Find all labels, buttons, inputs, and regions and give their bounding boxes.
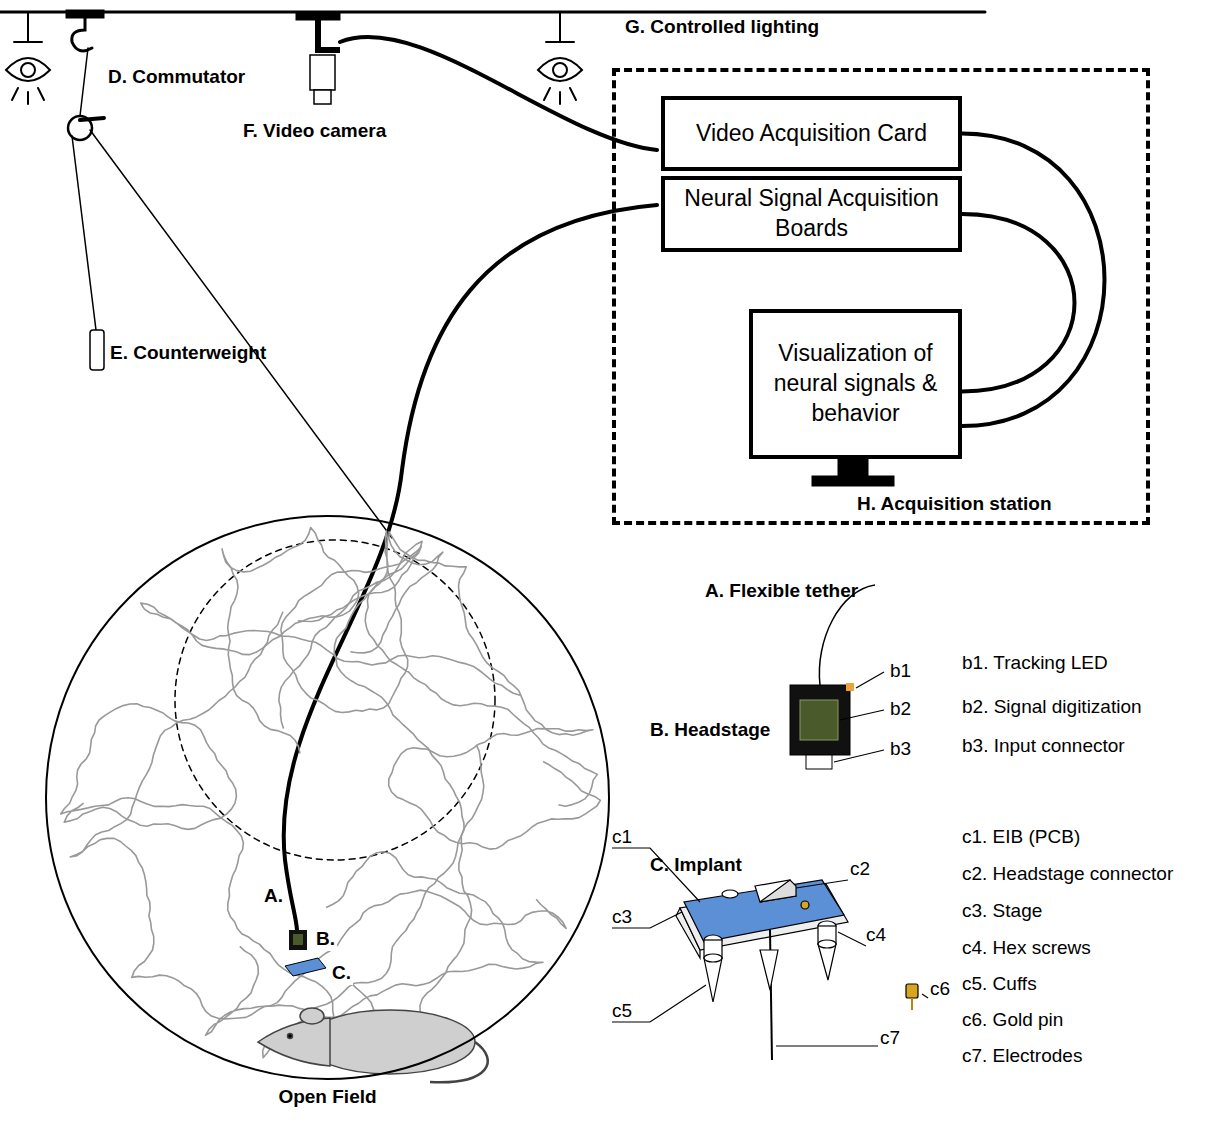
process-box: Video Acquisition Card [661,96,962,171]
callout-label: c2 [850,858,870,881]
callout-label: F. Video camera [243,120,386,143]
node-text: H. Acquisition station [857,493,1052,515]
callout-label: c7 [880,1027,900,1050]
callout-label: A. Flexible tether [705,580,858,603]
callout-label: c7. Electrodes [962,1045,1082,1068]
callout-label: c4. Hex screws [962,937,1091,960]
callout-label: b2 [890,698,911,721]
callout-label: c6 [930,978,950,1001]
trajectory [350,532,600,849]
node-text: Neural Signal Acquisition Boards [673,184,950,244]
callout-label: b1 [890,660,911,683]
callout-label: c1 [612,826,632,849]
callout-label: c6. Gold pin [962,1009,1063,1032]
cable-connector [962,134,1105,427]
callout-label: b2. Signal digitization [962,696,1142,719]
trajectory [70,612,566,1019]
callout-label: c5. Cuffs [962,973,1037,996]
callout-label: c2. Headstage connector [962,863,1173,886]
callout-label: b3 [890,738,911,761]
callout-label: E. Counterweight [110,342,266,365]
callout-label: A. [262,885,285,908]
callout-label: b3. Input connector [962,735,1125,758]
callout-label: G. Controlled lighting [625,16,819,39]
callout-label: C. [330,962,353,985]
trajectory [206,541,465,1035]
trajectory [61,704,377,1067]
callout-label: c3. Stage [962,900,1042,923]
callout-label: c5 [612,1000,632,1023]
node-text: Visualization of neural signals & behavi… [761,339,950,429]
process-box: Neural Signal Acquisition Boards [661,176,962,252]
callout-label: c1. EIB (PCB) [962,826,1080,849]
callout-label: C. Implant [650,854,742,877]
callout-label: D. Commutator [108,66,245,89]
node-text: Open Field [47,1086,608,1108]
callout-label: B. Headstage [650,719,770,742]
acquisition-region: H. Acquisition station Video Acquisition … [612,68,1150,525]
callout-label: b1. Tracking LED [962,652,1108,675]
monitor-box: Visualization of neural signals & behavi… [749,309,962,459]
cable-connector [962,214,1075,392]
callout-label: B. [314,928,337,951]
callout-label: c3 [612,906,632,929]
node-text: Video Acquisition Card [696,119,927,149]
callout-label: c4 [866,924,886,947]
trajectory [141,528,520,754]
arena-circle: Open Field [45,515,610,1080]
